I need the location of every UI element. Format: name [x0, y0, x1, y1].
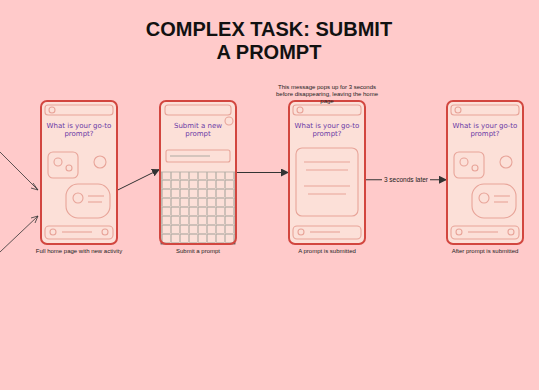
screen-text: What is your go-to prompt?	[452, 122, 518, 138]
flow-arrow	[118, 170, 159, 190]
phone-sketch: What is your go-to prompt?Full home page…	[40, 100, 118, 245]
phone-caption: Submit a prompt	[147, 248, 249, 255]
screen-text: What is your go-to prompt?	[294, 122, 360, 138]
phone-caption: Full home page with new activity	[28, 248, 130, 255]
annotation-note: This message pops up for 3 seconds befor…	[270, 84, 384, 105]
phone-sketch: What is your go-to prompt?After prompt i…	[446, 100, 524, 245]
arrow-label: 3 seconds later	[382, 176, 430, 184]
diagram-title: COMPLEX TASK: SUBMIT A PROMPT	[139, 18, 399, 64]
phone-sketch: Submit a new promptSubmit a prompt	[159, 100, 237, 245]
phone-sketch: What is your go-to prompt?A prompt is su…	[288, 100, 366, 245]
phone-caption: After prompt is submitted	[434, 248, 536, 255]
phone-caption: A prompt is submitted	[276, 248, 378, 255]
screen-text: Submit a new prompt	[165, 122, 231, 138]
flow-arrow	[237, 172, 288, 173]
screen-text: What is your go-to prompt?	[46, 122, 112, 138]
